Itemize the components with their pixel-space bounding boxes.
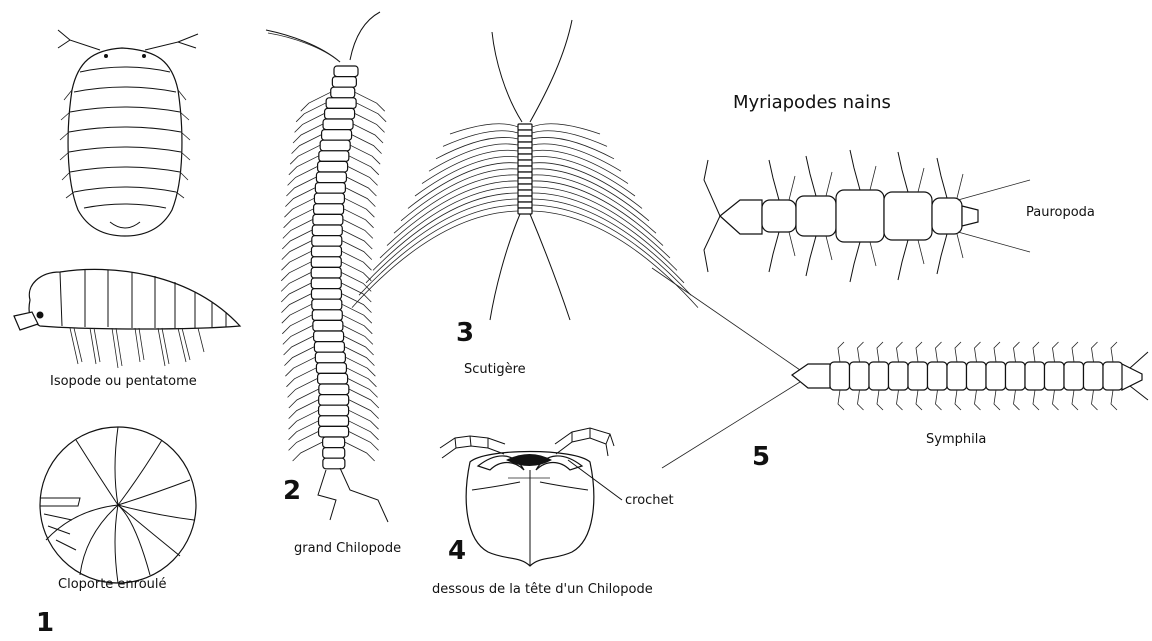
figure-number-5: 5 [752,442,770,472]
label-symphila: Symphila [926,432,986,447]
label-crochet: crochet [625,493,674,508]
figure-number-2: 2 [283,476,301,506]
label-cloporte: Cloporte enroulé [58,577,167,592]
chilopod-head-underside-drawing [440,428,622,566]
label-chilopode: grand Chilopode [294,541,401,556]
isopod-dorsal-drawing [58,30,198,236]
label-scutigere: Scutigère [464,362,526,377]
symphila-drawing [652,268,1148,468]
pauropoda-drawing [704,150,1030,282]
figure-number-4: 4 [448,536,466,566]
label-isopode: Isopode ou pentatome [50,374,197,389]
centipede-drawing [266,12,388,522]
section-title: Myriapodes nains [733,92,891,113]
label-tete-chilopode: dessous de la tête d'un Chilopode [432,582,653,597]
scutigera-drawing [352,20,698,320]
figure-number-3: 3 [456,318,474,348]
label-pauropoda: Pauropoda [1026,205,1095,220]
figure-number-1: 1 [36,608,54,638]
rolled-woodlouse-drawing [40,427,196,583]
isopod-lateral-drawing [14,269,240,368]
